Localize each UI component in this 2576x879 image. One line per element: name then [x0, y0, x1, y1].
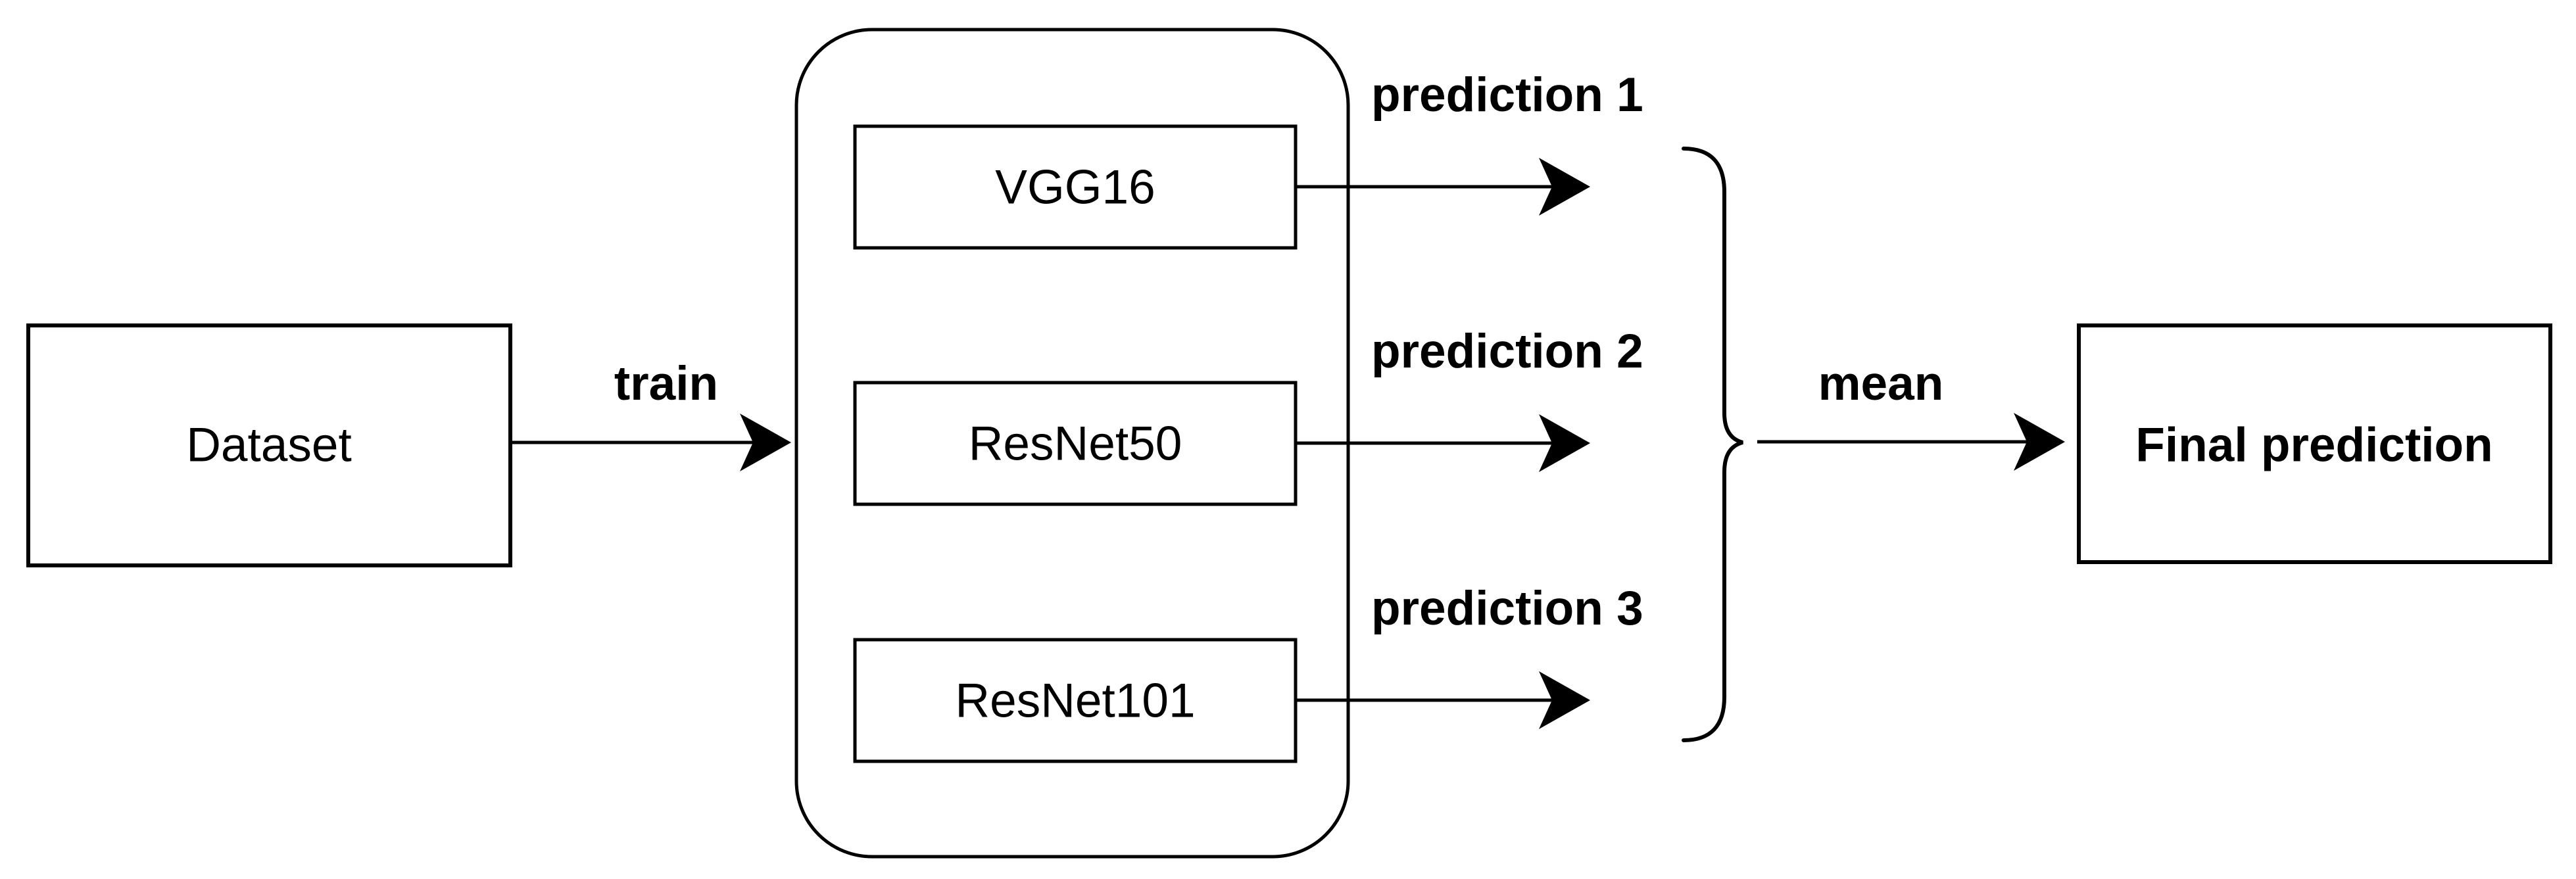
prediction-3-arrow: prediction 3: [1296, 582, 1643, 729]
resnet50-box: [853, 381, 1298, 506]
mean-arrowhead-icon: [2014, 413, 2065, 471]
resnet101-label: ResNet101: [955, 675, 1195, 728]
dataset-node: Dataset: [26, 323, 512, 567]
vgg16-box: [853, 124, 1298, 250]
prediction-3-label: prediction 3: [1371, 582, 1643, 635]
resnet50-label: ResNet50: [969, 417, 1182, 471]
prediction-1-arrowhead-icon: [1539, 158, 1590, 216]
final-prediction-box: [2077, 323, 2552, 564]
train-arrowhead-icon: [740, 414, 791, 471]
prediction-3-arrowhead-icon: [1539, 671, 1590, 729]
dataset-label: Dataset: [186, 419, 352, 472]
prediction-1-label: prediction 1: [1371, 68, 1643, 122]
prediction-2-label: prediction 2: [1371, 325, 1643, 378]
dataset-box: [26, 323, 512, 567]
mean-arrow: mean: [1757, 357, 2065, 471]
model-node-resnet101: ResNet101: [853, 638, 1298, 763]
vgg16-label: VGG16: [995, 161, 1155, 214]
model-node-resnet50: ResNet50: [853, 381, 1298, 506]
curly-brace: [1682, 147, 1743, 742]
prediction-2-arrow: prediction 2: [1296, 325, 1643, 472]
final-prediction-label: Final prediction: [2135, 419, 2492, 472]
model-node-vgg16: VGG16: [853, 124, 1298, 250]
prediction-1-arrow: prediction 1: [1296, 68, 1643, 216]
final-prediction-node: Final prediction: [2077, 323, 2552, 564]
train-arrow: train: [510, 357, 791, 471]
train-label: train: [614, 357, 718, 410]
mean-label: mean: [1818, 357, 1944, 410]
prediction-2-arrowhead-icon: [1539, 414, 1590, 472]
